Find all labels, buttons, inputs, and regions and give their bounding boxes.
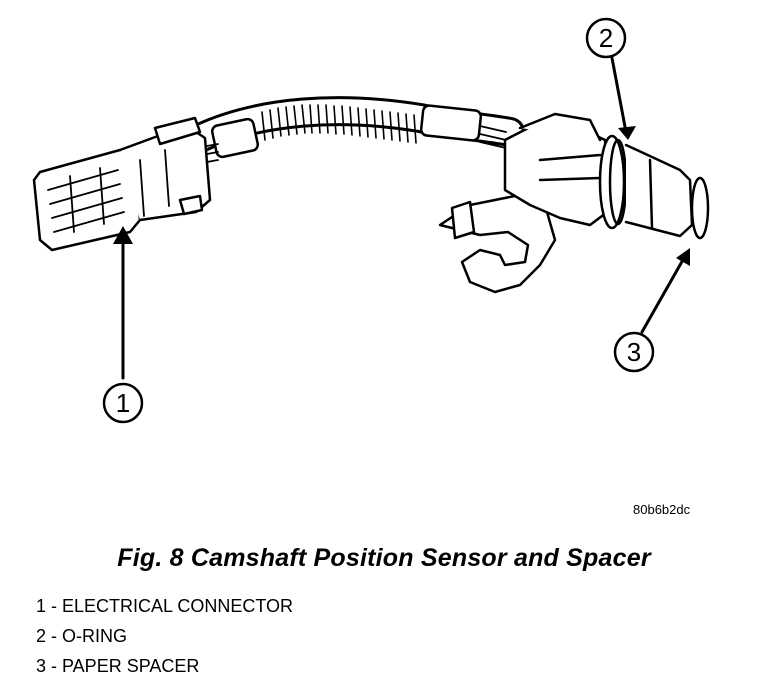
callout-circle-1 bbox=[102, 382, 144, 424]
figure-caption: Fig. 8 Camshaft Position Sensor and Spac… bbox=[117, 544, 651, 572]
sensor-diagram: 1 2 3 bbox=[32, 17, 710, 424]
paper-spacer bbox=[690, 176, 710, 240]
parts-legend: 1 - ELECTRICAL CONNECTOR 2 - O-RING 3 - … bbox=[36, 591, 293, 681]
image-reference-code: 80b6b2dc bbox=[633, 502, 691, 517]
legend-item: 2 - O-RING bbox=[36, 626, 128, 646]
callout-circle-2 bbox=[585, 17, 627, 59]
electrical-connector bbox=[32, 116, 212, 252]
o-ring bbox=[598, 134, 626, 230]
leader-lines bbox=[121, 56, 686, 380]
callout-number-2: 2 bbox=[599, 23, 613, 53]
legend-item: 1 - ELECTRICAL CONNECTOR bbox=[36, 596, 294, 616]
legend-item: 3 - PAPER SPACER bbox=[36, 656, 200, 676]
arrow-head-1 bbox=[113, 226, 133, 244]
callout-circle-3 bbox=[613, 331, 655, 373]
arrow-head-3 bbox=[676, 248, 690, 266]
camshaft-position-sensor bbox=[438, 112, 710, 294]
callout-number-1: 1 bbox=[116, 388, 130, 418]
callout-number-3: 3 bbox=[627, 337, 641, 367]
wire-harness bbox=[185, 96, 525, 165]
arrow-head-2 bbox=[618, 126, 636, 140]
